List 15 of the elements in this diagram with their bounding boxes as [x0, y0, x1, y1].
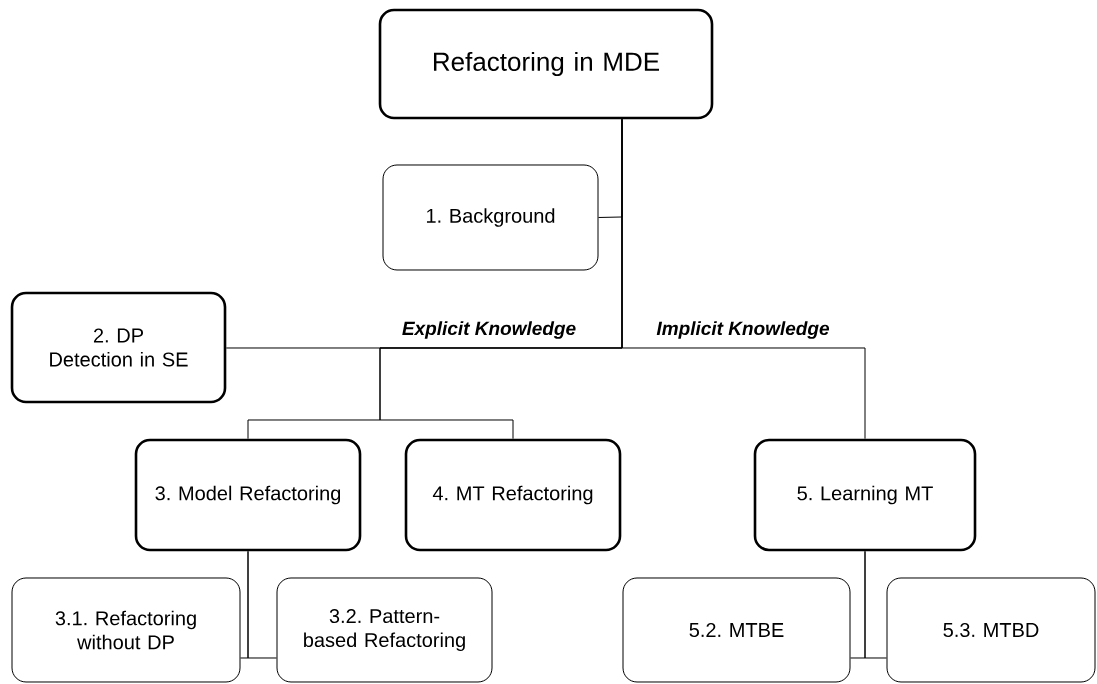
topic-box: 2. DP Detection in SE — [10, 291, 227, 404]
topic-box: 5. Learning MT — [753, 438, 977, 552]
topic-box: 3.2. Pattern-based Refactoring — [276, 577, 493, 683]
connector-line — [864, 550, 887, 659]
branch-label: Explicit Knowledge — [402, 321, 576, 339]
topic-box: 5.3. MTBD — [886, 577, 1096, 683]
topic-box: 3. Model Refactoring — [134, 438, 362, 552]
topic-box: 4. MT Refactoring — [404, 438, 622, 552]
topic-box: Refactoring in MDE — [378, 8, 714, 120]
connector-line — [621, 118, 866, 440]
connector-line — [247, 550, 277, 659]
branch-label: Implicit Knowledge — [656, 321, 830, 339]
topic-box: 5.2. MTBE — [622, 577, 851, 683]
topic-box: 1. Background — [382, 164, 599, 271]
topic-box: 3.1. Refactoring without DP — [11, 577, 241, 683]
